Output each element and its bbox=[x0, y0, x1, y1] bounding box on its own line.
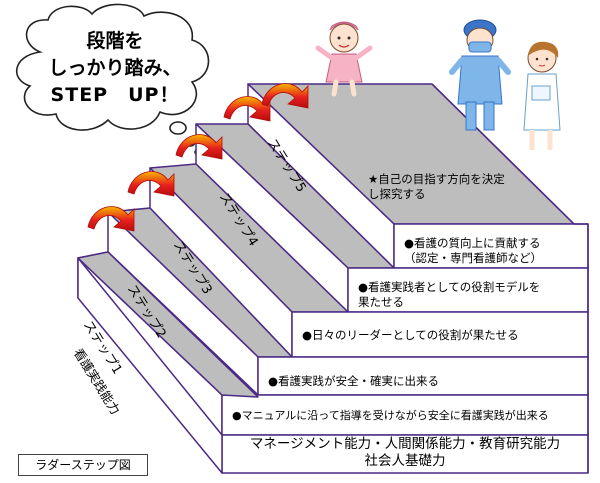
step-1-goal: ●マニュアルに沿って指導を受けながら安全に看護実践が出来る bbox=[232, 409, 549, 422]
step-2-goal: ●看護実践が安全・確実に出来る bbox=[268, 374, 440, 388]
top-goal-line-1: ★自己の目指す方向を決定 bbox=[368, 172, 505, 186]
step-5-goal: ●看護の質向上に貢献する （認定・専門看護師など） bbox=[404, 236, 542, 266]
diagram-caption: ラダーステップ図 bbox=[18, 454, 148, 476]
step-up-arrow-3 bbox=[175, 134, 223, 160]
step-up-arrow-4 bbox=[223, 96, 271, 122]
step-up-arrow-2 bbox=[127, 171, 175, 197]
step-3-goal: ●日々のリーダーとしての役割が果たせる bbox=[302, 328, 519, 342]
base-side bbox=[77, 257, 223, 474]
base-foundation: マネージメント能力・人間関係能力・教育研究能力 社会人基礎力 bbox=[222, 436, 588, 470]
base-line-2: 社会人基礎力 bbox=[364, 453, 446, 469]
thought-line-2: しっかり踏み、 bbox=[48, 57, 182, 79]
step-5-goal-line-2: （認定・専門看護師など） bbox=[404, 251, 542, 265]
top-goal: ★自己の目指す方向を決定 し探究する bbox=[368, 172, 505, 202]
nurse-figure bbox=[523, 41, 561, 150]
surgeon-figure bbox=[449, 19, 511, 131]
thought-line-3: STEP UP！ bbox=[50, 84, 180, 106]
staircase bbox=[77, 83, 589, 474]
step-up-arrow-5 bbox=[261, 83, 309, 109]
thought-bubble-text: 段階を しっかり踏み、 STEP UP！ bbox=[30, 28, 200, 109]
step-tread-1a bbox=[77, 251, 259, 398]
top-goal-line-2: し探究する bbox=[368, 187, 426, 201]
thought-line-1: 段階を bbox=[86, 30, 144, 52]
step-up-arrow-1 bbox=[87, 206, 135, 232]
step-5-goal-line-1: ●看護の質向上に貢献する bbox=[404, 236, 541, 250]
step-4-goal-line-1: ●看護実践者としての役割モデルを bbox=[358, 280, 541, 294]
nurse-child-figure bbox=[315, 21, 373, 97]
base-line-1: マネージメント能力・人間関係能力・教育研究能力 bbox=[249, 436, 561, 452]
step-4-goal: ●看護実践者としての役割モデルを 果たせる bbox=[358, 280, 540, 310]
step-4-goal-line-2: 果たせる bbox=[358, 295, 404, 309]
stair-right-edge bbox=[431, 83, 589, 473]
step-up-arrows bbox=[87, 83, 309, 232]
